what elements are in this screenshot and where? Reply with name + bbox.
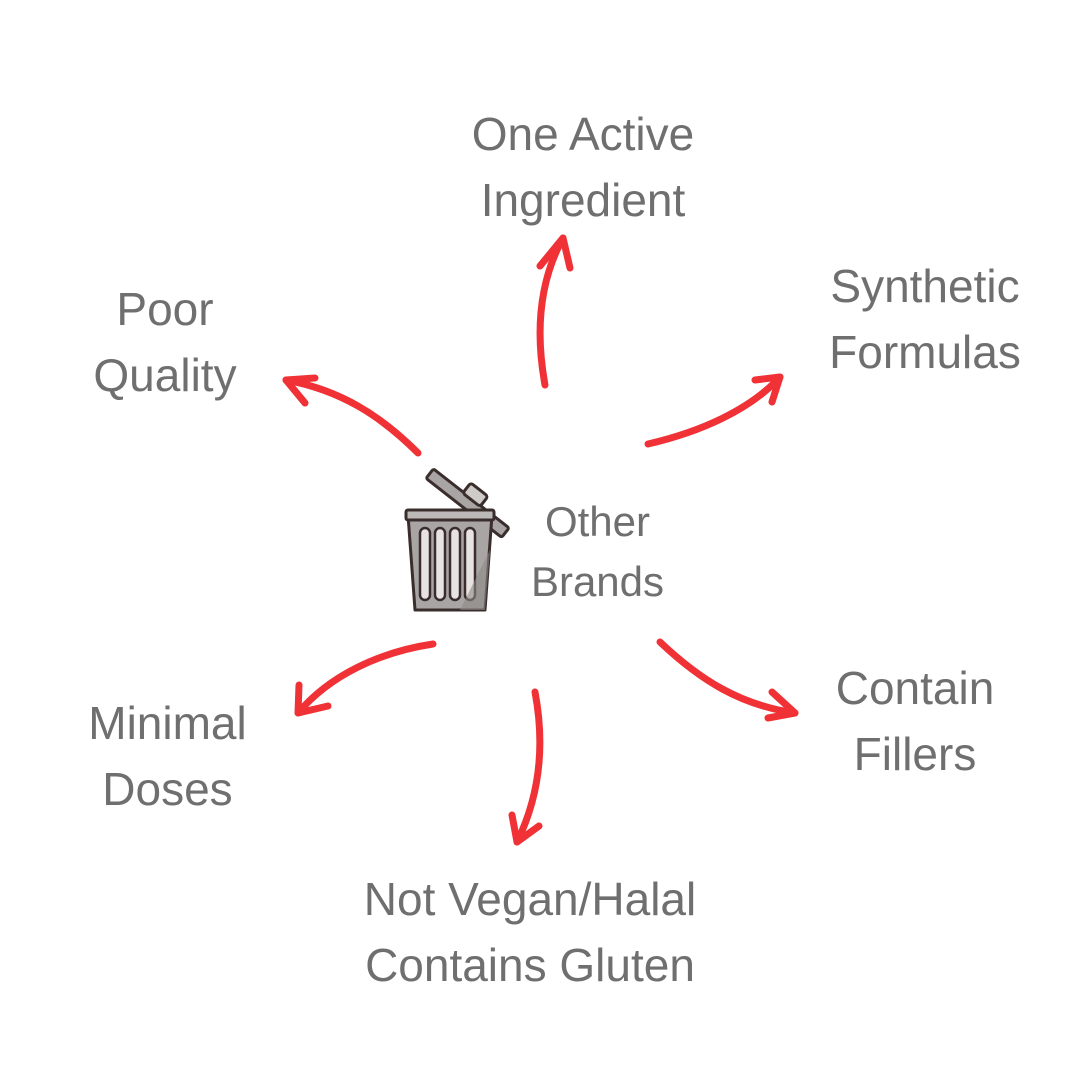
center-label: Other Brands: [515, 492, 680, 612]
label-one-active-ingredient: One Active Ingredient: [433, 101, 733, 233]
arrow-to-one-active-ingredient: [536, 234, 574, 389]
label-line: Quality: [93, 349, 237, 401]
center-label-line-1: Other: [544, 498, 651, 545]
label-line: Minimal: [88, 697, 247, 749]
trash-can-icon: [404, 468, 510, 612]
label-contain-fillers: Contain Fillers: [805, 655, 1025, 787]
label-line: One Active: [471, 108, 695, 160]
label-synthetic-formulas: Synthetic Formulas: [790, 253, 1060, 385]
label-line: Formulas: [829, 326, 1021, 378]
arrow-to-poor-quality: [282, 374, 422, 457]
arrow-to-not-vegan-halal: [508, 688, 544, 846]
arrow-to-contain-fillers: [656, 638, 799, 722]
label-line: Contains Gluten: [365, 939, 695, 991]
arrow-to-minimal-doses: [294, 640, 437, 717]
label-line: Not Vegan/Halal: [363, 873, 697, 925]
label-line: Contain: [835, 662, 995, 714]
label-line: Synthetic: [830, 260, 1020, 312]
label-minimal-doses: Minimal Doses: [55, 690, 280, 822]
label-line: Poor: [116, 283, 214, 335]
label-line: Ingredient: [480, 174, 686, 226]
arrow-to-synthetic-formulas: [644, 373, 784, 448]
label-line: Doses: [102, 763, 233, 815]
center-label-line-2: Brands: [530, 558, 665, 605]
label-not-vegan-halal: Not Vegan/Halal Contains Gluten: [320, 866, 740, 998]
label-poor-quality: Poor Quality: [55, 276, 275, 408]
label-line: Fillers: [853, 728, 977, 780]
